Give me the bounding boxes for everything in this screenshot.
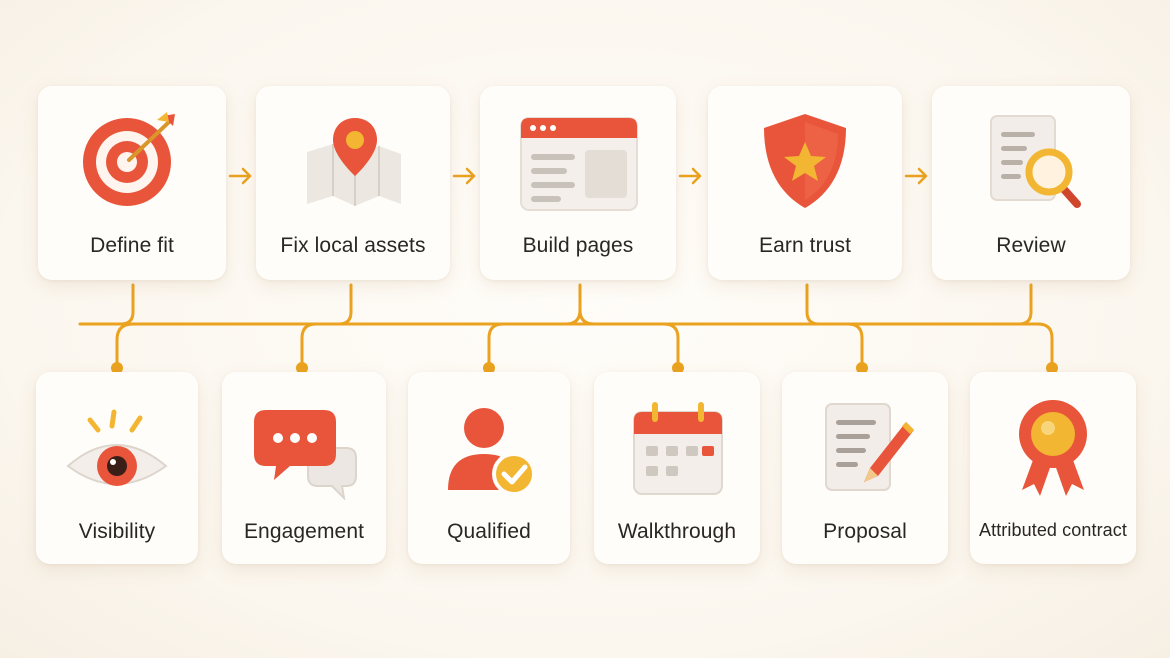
arrow-right-icon (228, 167, 252, 185)
step-label: Walkthrough (617, 520, 737, 543)
arrow-right-icon (678, 167, 702, 185)
award-ribbon-icon (970, 390, 1136, 500)
step-card-walkthrough: Walkthrough (594, 372, 760, 564)
user-check-icon (408, 390, 570, 500)
calendar-icon (594, 390, 760, 500)
step-card-visibility: Visibility (36, 372, 198, 564)
step-card-define-fit: Define fit (38, 86, 226, 280)
step-label: Build pages (522, 234, 634, 257)
step-label: Attributed contract (979, 520, 1127, 540)
step-label: Qualified (447, 520, 531, 543)
step-card-earn-trust: Earn trust (708, 86, 902, 280)
step-label: Earn trust (758, 234, 852, 257)
step-card-engagement: Engagement (222, 372, 386, 564)
step-card-review: Review (932, 86, 1130, 280)
map-pin-icon (256, 104, 450, 214)
document-pencil-icon (782, 390, 948, 500)
document-search-icon (932, 104, 1130, 214)
step-label: Fix local assets (280, 234, 426, 257)
step-label: Proposal (823, 520, 907, 543)
step-card-build-pages: Build pages (480, 86, 676, 280)
arrow-right-icon (904, 167, 928, 185)
step-label: Review (996, 234, 1066, 257)
step-card-attributed-contract: Attributed contract (970, 372, 1136, 564)
step-card-proposal: Proposal (782, 372, 948, 564)
step-label: Engagement (243, 520, 365, 543)
shield-star-icon (708, 104, 902, 214)
step-card-fix-local-assets: Fix local assets (256, 86, 450, 280)
arrow-right-icon (452, 167, 476, 185)
webpage-icon (480, 104, 676, 214)
step-label: Define fit (90, 234, 174, 257)
step-card-qualified: Qualified (408, 372, 570, 564)
chat-bubbles-icon (222, 390, 386, 500)
step-label: Visibility (78, 520, 156, 543)
eye-icon (36, 390, 198, 500)
target-icon (38, 104, 226, 214)
